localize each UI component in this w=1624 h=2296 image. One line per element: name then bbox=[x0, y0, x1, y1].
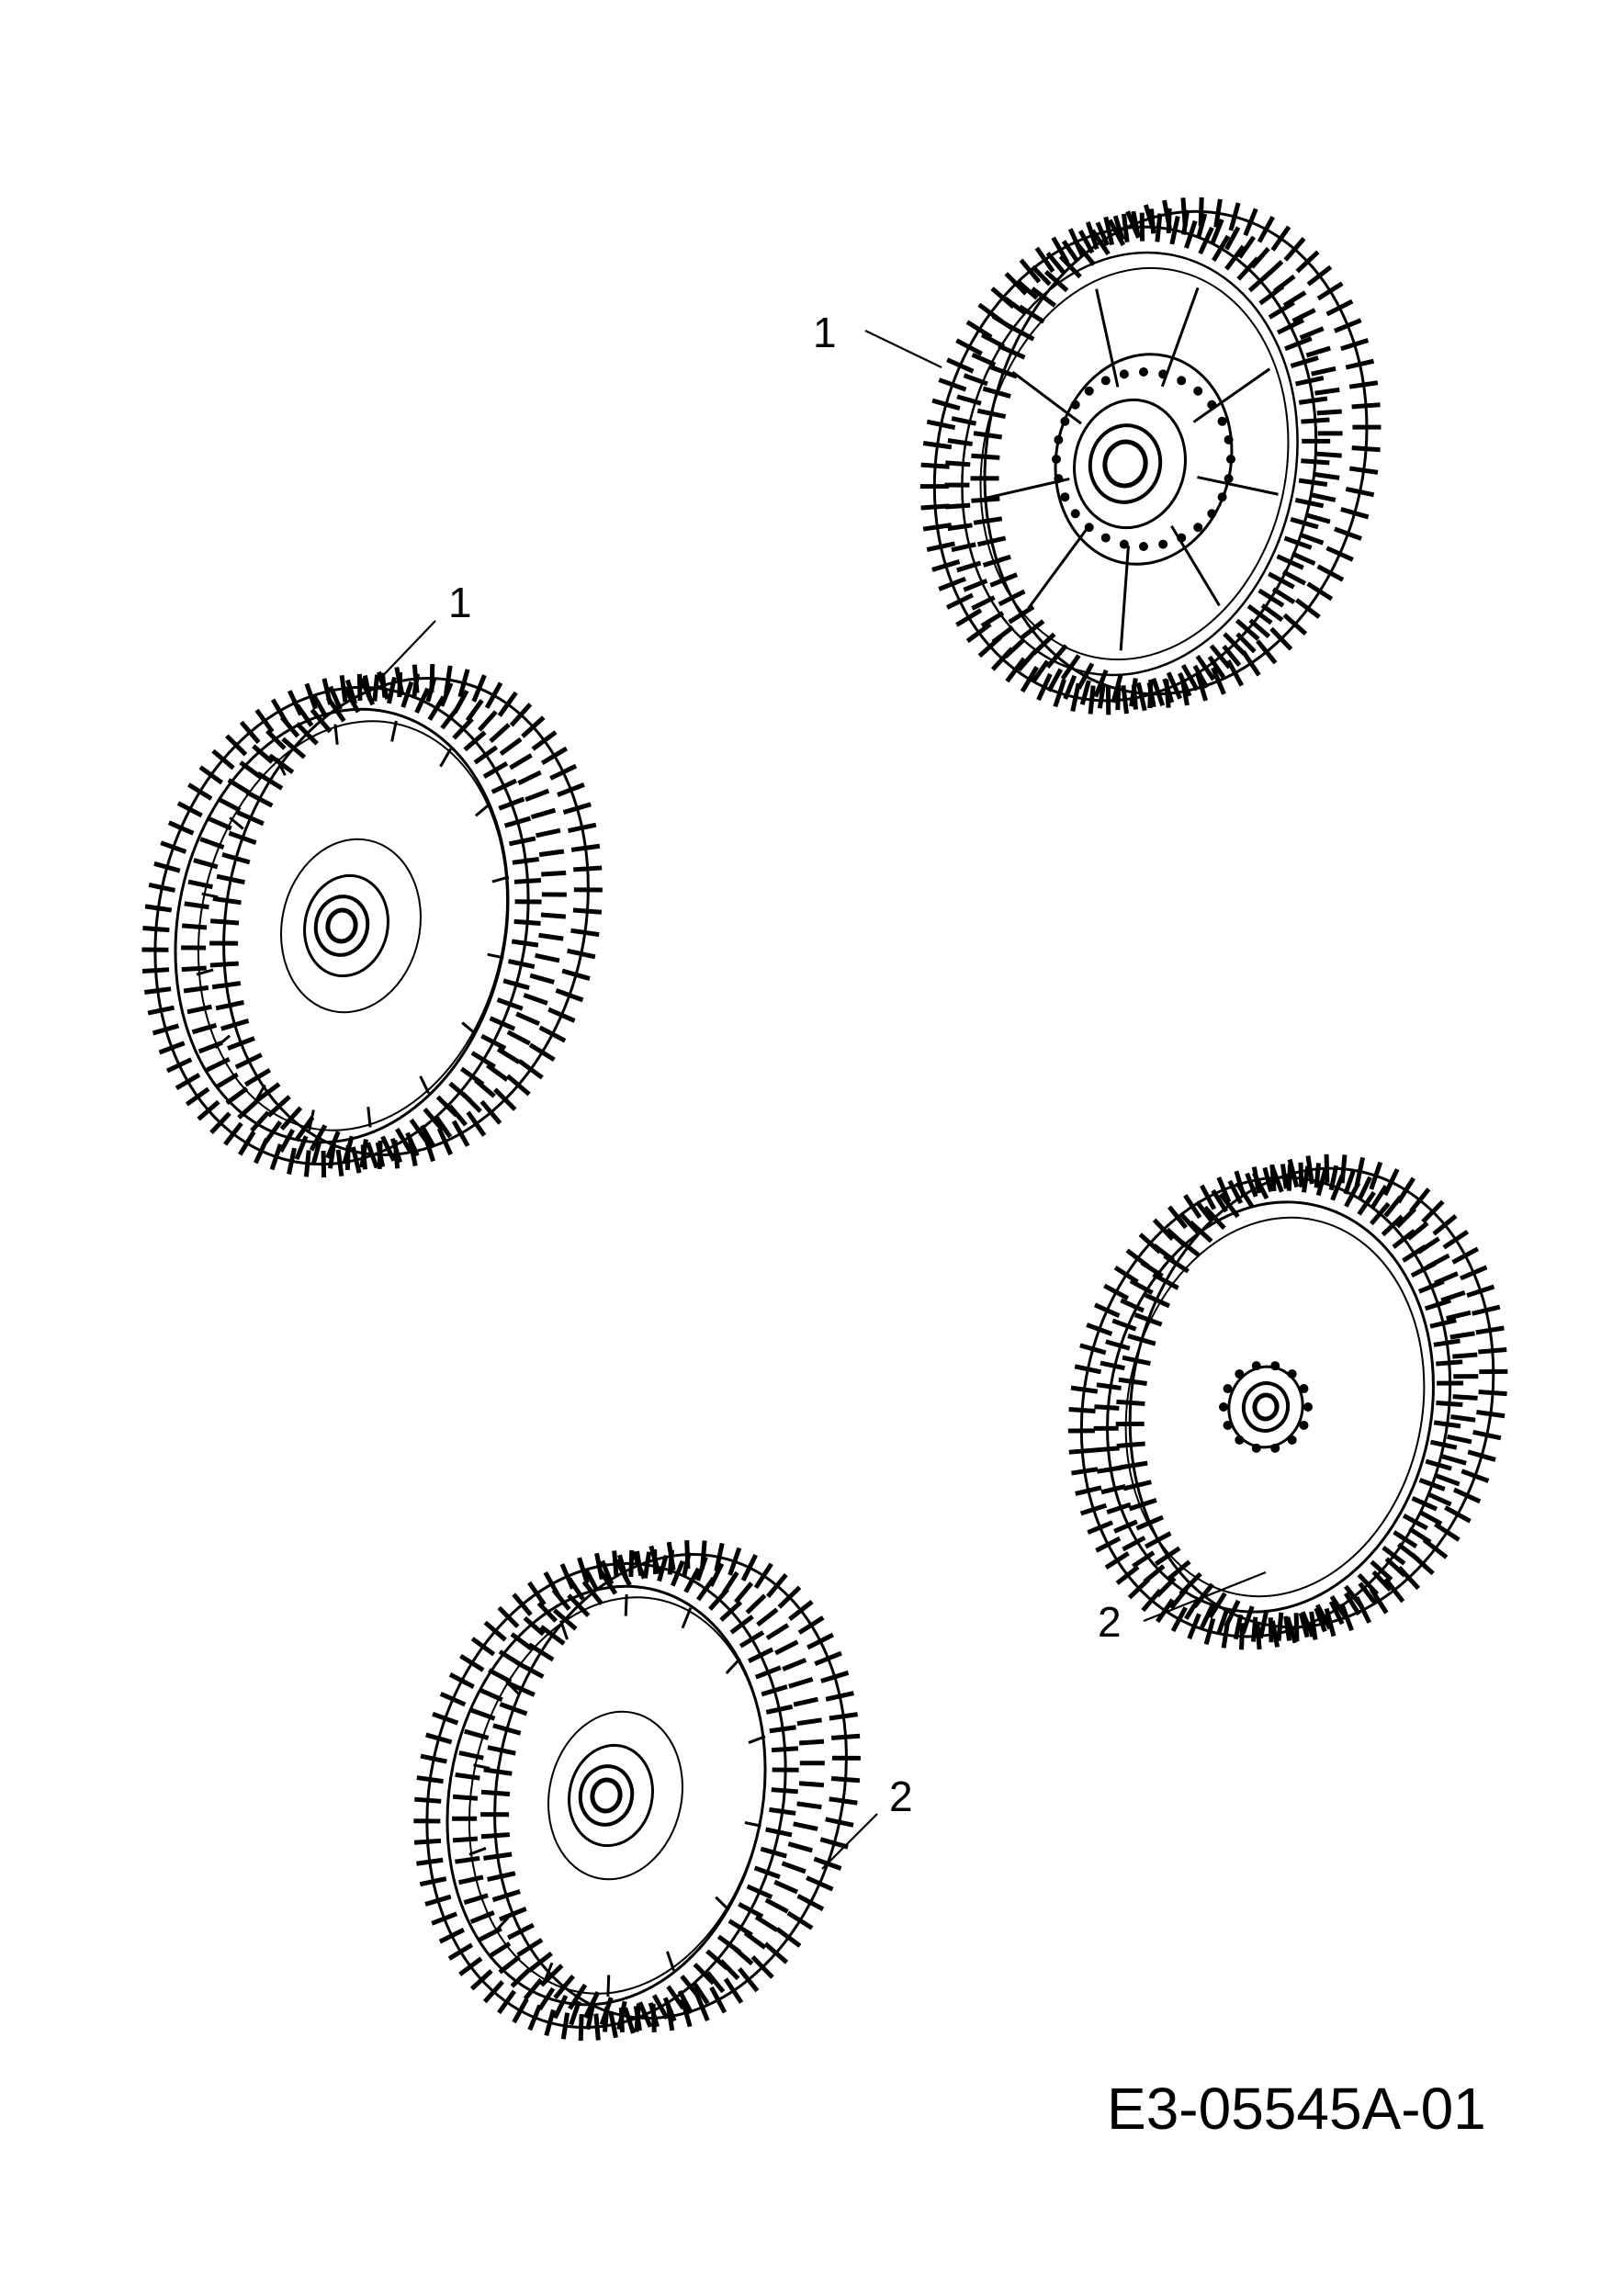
callout-1-left: 1 bbox=[448, 579, 472, 626]
wheel-part-1-rim-side bbox=[141, 664, 603, 1178]
callout-2-bottom: 2 bbox=[889, 1773, 913, 1820]
leader-line-1a bbox=[864, 330, 942, 368]
leader-line-2b bbox=[821, 1813, 878, 1870]
wheel-part-1-hub-side bbox=[919, 197, 1382, 715]
leader-line-1b bbox=[374, 620, 436, 685]
wheel-part-2-rim-side bbox=[413, 1540, 861, 2042]
wheel-part-2-hub-side bbox=[1067, 1154, 1508, 1650]
callout-1-upper: 1 bbox=[813, 309, 837, 356]
document-id: E3-05545A-01 bbox=[1107, 2076, 1486, 2142]
leader-line-2a bbox=[1143, 1570, 1267, 1623]
callout-2-right: 2 bbox=[1098, 1598, 1122, 1646]
